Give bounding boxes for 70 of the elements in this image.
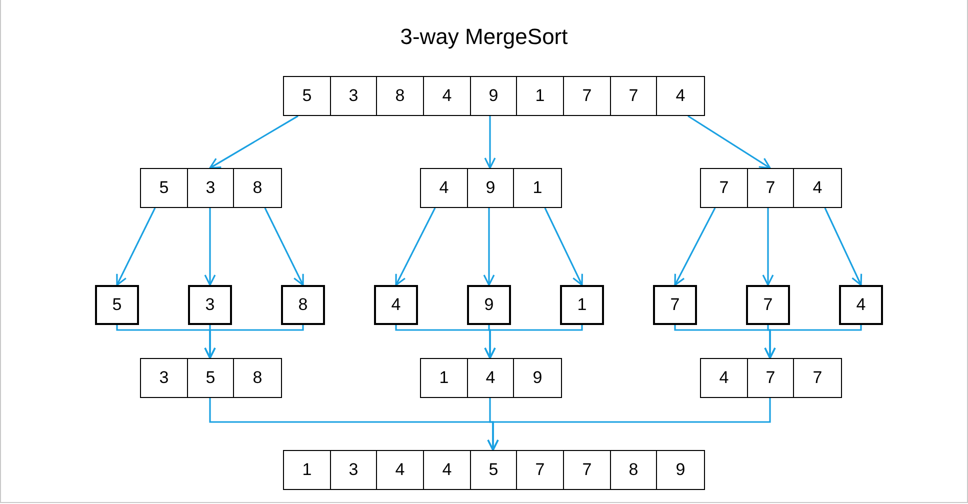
value-cell: 3 [330,76,377,116]
value-cell: 9 [513,358,562,398]
arrow [688,115,771,169]
arrow [674,208,716,286]
arrow [116,208,156,286]
array-box [283,76,703,116]
arrow [484,325,583,359]
value-cell: 4 [656,76,705,116]
value-cell: 7 [793,358,842,398]
value-cell: 7 [747,358,794,398]
value-cell: 9 [467,168,514,208]
value-cell: 8 [376,76,424,116]
number-box: 5 [95,285,139,325]
value-cell: 4 [793,168,842,208]
value-cell: 1 [516,76,564,116]
value-cell: 1 [513,168,562,208]
array-box [140,168,280,208]
number-box: 9 [467,285,511,325]
value-cell: 4 [467,358,514,398]
value-cell: 5 [283,76,331,116]
value-cell: 5 [470,450,517,490]
value-cell: 4 [423,450,471,490]
value-cell: 3 [140,358,188,398]
value-cell: 1 [420,358,468,398]
array-box [420,358,560,398]
value-cell: 7 [747,168,794,208]
array-box [140,358,280,398]
number-box: 3 [188,285,232,325]
number-box: 1 [560,285,604,325]
array-box [420,168,560,208]
value-cell: 4 [376,450,424,490]
value-cell: 7 [563,450,611,490]
number-box: 7 [746,285,790,325]
number-box: 4 [839,285,883,325]
arrow [487,398,771,451]
arrow [264,208,304,286]
number-box: 4 [374,285,418,325]
value-cell: 8 [233,358,282,398]
value-cell: 1 [283,450,331,490]
arrow [395,208,436,286]
value-cell: 7 [700,168,748,208]
arrow [764,325,862,359]
value-cell: 4 [700,358,748,398]
arrow [204,208,216,286]
value-cell: 7 [610,76,657,116]
array-box [700,168,840,208]
value-cell: 8 [233,168,282,208]
value-cell: 7 [563,76,611,116]
value-cell: 9 [656,450,705,490]
value-cell: 5 [140,168,188,208]
arrow [544,208,583,286]
diagram-title: 3-way MergeSort [400,24,568,49]
number-box: 8 [281,285,325,325]
value-cell: 4 [423,76,471,116]
number-box: 7 [653,285,697,325]
value-cell: 8 [610,450,657,490]
array-box [700,358,840,398]
value-cell: 9 [470,76,517,116]
value-cell: 3 [330,450,377,490]
arrow [484,116,496,169]
value-cell: 4 [420,168,468,208]
arrow [824,208,862,286]
arrow [209,115,298,169]
value-cell: 5 [187,358,234,398]
value-cell: 7 [516,450,564,490]
arrow [483,208,495,286]
array-box [283,450,703,490]
arrow [204,325,304,359]
arrow [762,208,774,286]
value-cell: 3 [187,168,234,208]
